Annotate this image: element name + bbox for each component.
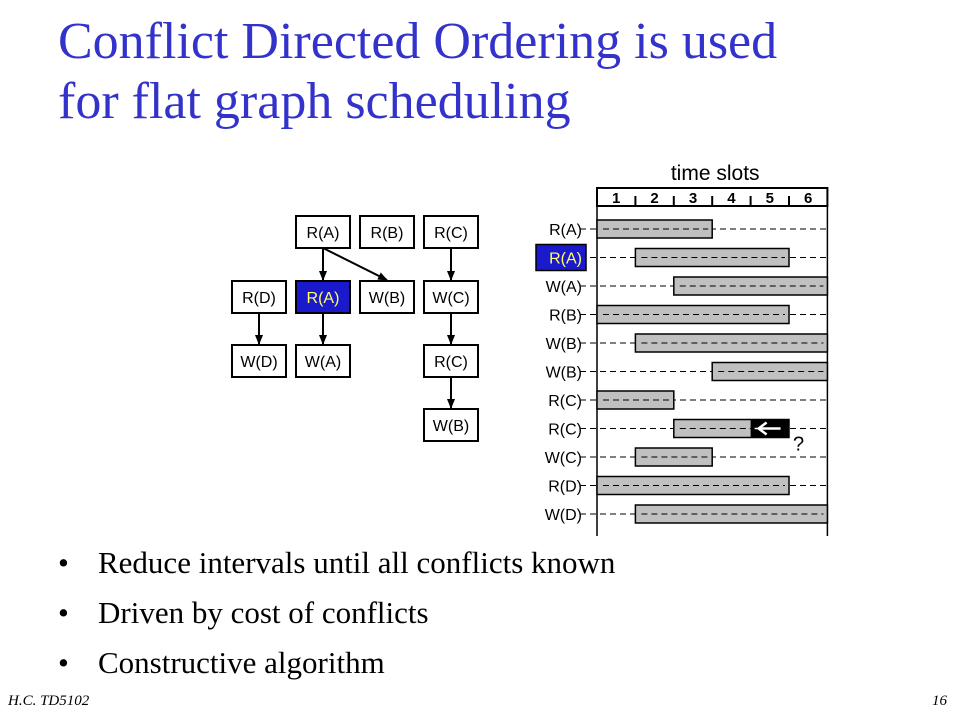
row-label: W(B) <box>546 365 582 382</box>
graph-node-label: R(C) <box>434 354 468 371</box>
slide-title: Conflict Directed Ordering is used for f… <box>58 12 938 132</box>
bullet-item: •Driven by cost of conflicts <box>58 595 429 630</box>
slot-number: 3 <box>689 190 697 207</box>
schedule-row: R(B) <box>549 304 828 325</box>
graph-node-box <box>423 215 479 249</box>
row-label: R(D) <box>548 479 582 496</box>
graph-node-box <box>231 280 287 314</box>
slot-number: 4 <box>727 190 736 207</box>
graph-node-box <box>423 344 479 378</box>
graph-node-box <box>231 344 287 378</box>
bullet-item: •Reduce intervals until all conflicts kn… <box>58 545 616 580</box>
question-mark: ? <box>793 434 804 456</box>
graph-node: W(A) <box>295 344 351 378</box>
graph-node-box <box>295 215 351 249</box>
graph-node: R(D) <box>231 280 287 314</box>
row-label: W(B) <box>546 336 582 353</box>
graph-node-box <box>359 280 415 314</box>
graph-node: R(C) <box>423 344 479 378</box>
row-label: W(D) <box>545 507 582 524</box>
bullet-text: Reduce intervals until all conflicts kno… <box>98 545 616 580</box>
bullet-text: Constructive algorithm <box>98 645 385 680</box>
schedule-row: W(D) <box>545 504 829 524</box>
footer-page-number: 16 <box>932 693 947 709</box>
graph-node: R(C) <box>423 215 479 249</box>
footer-course: H.C. TD5102 <box>8 693 90 709</box>
graph-node-label: W(B) <box>433 418 469 435</box>
graph-node-label: R(B) <box>371 225 404 242</box>
schedule-row: W(B) <box>546 333 829 353</box>
row-label: R(C) <box>548 422 582 439</box>
graph-node-label: R(D) <box>242 290 276 307</box>
graph-node: W(D) <box>231 344 287 378</box>
graph-node: R(B) <box>359 215 415 249</box>
time-slots-heading: time slots <box>671 162 760 185</box>
graph-node-box <box>295 344 351 378</box>
time-slot-schedule: time slots 1 2 3 4 5 6R(A) R(A) W(A) R(B) W(B) W(B)… <box>535 162 829 536</box>
dependency-edge <box>322 247 388 281</box>
row-label: R(A) <box>549 251 582 268</box>
slot-number: 6 <box>804 190 812 207</box>
graph-node-box <box>423 408 479 442</box>
graph-node-label: W(D) <box>240 354 277 371</box>
schedule-row: W(A) <box>546 276 829 296</box>
graph-node-box <box>359 215 415 249</box>
graph-node-label: R(C) <box>434 225 468 242</box>
graph-node: W(B) <box>359 280 415 314</box>
schedule-row: R(C)? <box>548 418 828 456</box>
graph-node-box <box>295 280 351 314</box>
row-label: R(C) <box>548 393 582 410</box>
schedule-row: R(D) <box>548 475 828 496</box>
graph-node-label: W(A) <box>305 354 341 371</box>
row-label: W(C) <box>545 450 582 467</box>
graph-node: R(A) <box>295 280 351 314</box>
schedule-row: R(A) <box>535 243 828 272</box>
row-label-highlight <box>535 243 587 272</box>
slot-number: 5 <box>766 190 774 207</box>
bullet-item: •Constructive algorithm <box>58 645 385 680</box>
slot-number: 2 <box>650 190 658 207</box>
graph-node-label: W(B) <box>369 290 405 307</box>
graph-node-label: R(A) <box>307 225 340 242</box>
bullet-list: •Reduce intervals until all conflicts kn… <box>58 538 615 688</box>
schedule-row: W(C) <box>545 447 828 467</box>
row-label: R(A) <box>549 222 582 239</box>
dependency-graph: R(A) R(B) R(C) R(D) R(A) W(B) W(C) W(D) W(A) R(C)… <box>231 215 479 442</box>
row-label: R(B) <box>549 308 582 325</box>
schedule-row: W(B) <box>546 361 829 382</box>
graph-node-label: W(C) <box>432 290 469 307</box>
graph-node-box <box>423 280 479 314</box>
schedule-row: R(C) <box>548 390 828 410</box>
graph-node: W(B) <box>423 408 479 442</box>
bullet-text: Driven by cost of conflicts <box>98 595 429 630</box>
schedule-row: R(A) <box>549 219 828 239</box>
graph-node: R(A) <box>295 215 351 249</box>
graph-node-label: R(A) <box>307 290 340 307</box>
title-line-1: Conflict Directed Ordering is used <box>58 13 778 70</box>
slot-number: 1 <box>612 190 620 207</box>
graph-node: W(C) <box>423 280 479 314</box>
row-label: W(A) <box>546 279 582 296</box>
title-line-2: for flat graph scheduling <box>58 73 571 130</box>
